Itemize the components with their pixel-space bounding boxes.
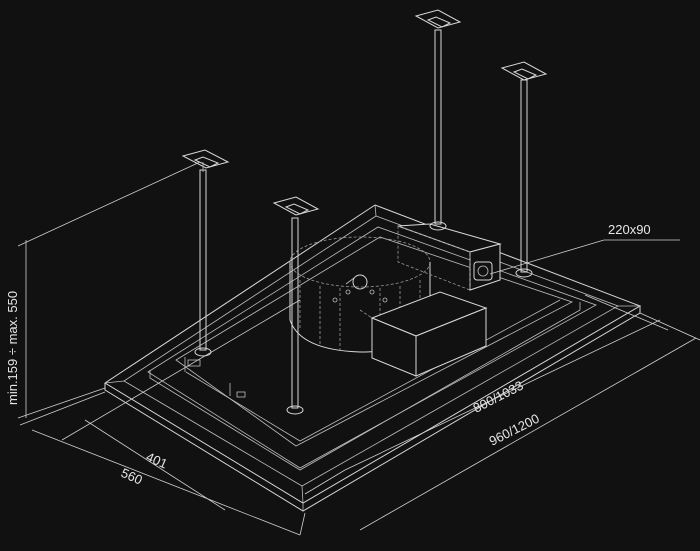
outer-length-label: 960/1200 bbox=[487, 411, 542, 449]
mounting-bracket-icon bbox=[181, 149, 230, 172]
dimension-lines bbox=[17, 161, 700, 536]
outer-width-label: 560 bbox=[119, 465, 145, 488]
mounting-bracket-icon bbox=[500, 61, 548, 81]
suspension-rod-back bbox=[414, 9, 462, 231]
mounting-bracket-icon bbox=[414, 9, 462, 29]
mounting-bracket-icon bbox=[272, 196, 320, 216]
inner-width-label: 401 bbox=[144, 449, 170, 472]
exhaust-duct bbox=[359, 291, 488, 377]
suspension-rod-right bbox=[500, 61, 548, 278]
suspension-rod-mid bbox=[272, 196, 320, 415]
motor-box bbox=[397, 223, 502, 291]
outlet-dimension-label: 220x90 bbox=[608, 222, 651, 237]
height-range-label: min.159 ÷ max. 550 bbox=[5, 291, 20, 405]
inner-length-label: 800/1033 bbox=[471, 378, 526, 416]
suspension-rod-left bbox=[181, 149, 230, 357]
